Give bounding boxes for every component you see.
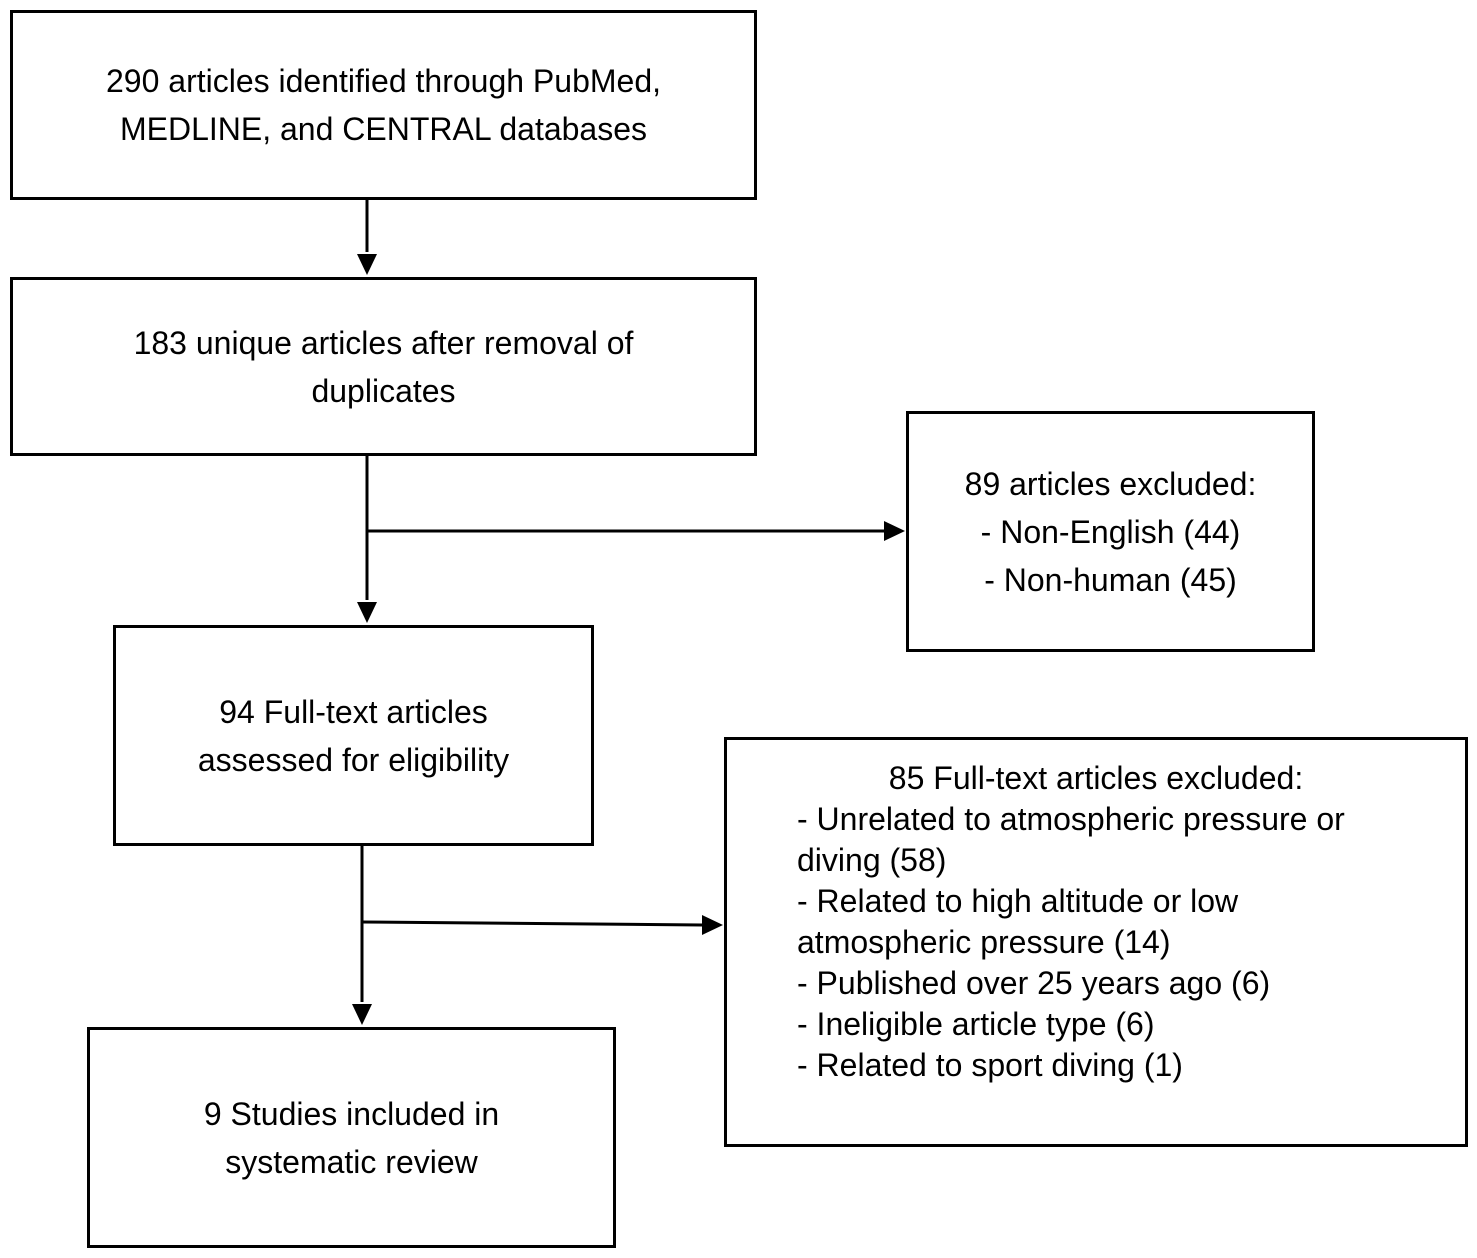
box-unique-articles: 183 unique articles after removal of dup… [10, 277, 757, 456]
box-records-identified-line-2: MEDLINE, and CENTRAL databases [119, 111, 648, 147]
box-fulltext-assessed-line-2: assessed for eligibility [197, 741, 510, 778]
box-studies-included: 9 Studies included in systematic review [87, 1027, 616, 1248]
box-fulltext-excluded-item: - Unrelated to atmospheric pressure or [797, 801, 1345, 837]
box-fulltext-excluded-item: atmospheric pressure (14) [797, 924, 1171, 960]
box-fulltext-excluded-item: - Related to high altitude or low [797, 883, 1239, 919]
box-records-identified: 290 articles identified through PubMed, … [10, 10, 757, 200]
box-unique-articles-line-2: duplicates [311, 372, 456, 409]
box-fulltext-assessed: 94 Full-text articles assessed for eligi… [113, 625, 594, 846]
box-articles-excluded-heading: 89 articles excluded: [964, 465, 1257, 502]
box-records-identified-line-1: 290 articles identified through PubMed, [105, 63, 661, 99]
box-fulltext-excluded-item: - Published over 25 years ago (6) [797, 965, 1271, 1001]
box-articles-excluded: 89 articles excluded: - Non-English (44)… [906, 411, 1315, 652]
box-fulltext-excluded: 85 Full-text articles excluded: - Unrela… [724, 737, 1468, 1147]
box-fulltext-excluded-heading: 85 Full-text articles excluded: [888, 760, 1304, 796]
box-studies-included-line-1: 9 Studies included in [203, 1095, 500, 1132]
box-fulltext-assessed-line-1: 94 Full-text articles [219, 693, 488, 730]
box-articles-excluded-item: - Non-human (45) [984, 561, 1237, 598]
box-studies-included-line-2: systematic review [225, 1143, 478, 1180]
box-articles-excluded-item: - Non-English (44) [980, 513, 1241, 550]
arrowhead-excluded-first [884, 521, 905, 541]
box-fulltext-excluded-item: - Related to sport diving (1) [797, 1047, 1183, 1083]
box-unique-articles-line-1: 183 unique articles after removal of [133, 324, 634, 361]
arrowhead-included [352, 1004, 372, 1025]
arrowhead-excluded-fulltext [702, 915, 723, 935]
box-fulltext-excluded-item: diving (58) [797, 842, 947, 878]
arrow-to-excluded-fulltext [361, 920, 703, 927]
arrowhead-unique [357, 254, 377, 275]
arrowhead-fulltext [357, 602, 377, 623]
box-fulltext-excluded-item: - Ineligible article type (6) [797, 1006, 1155, 1042]
